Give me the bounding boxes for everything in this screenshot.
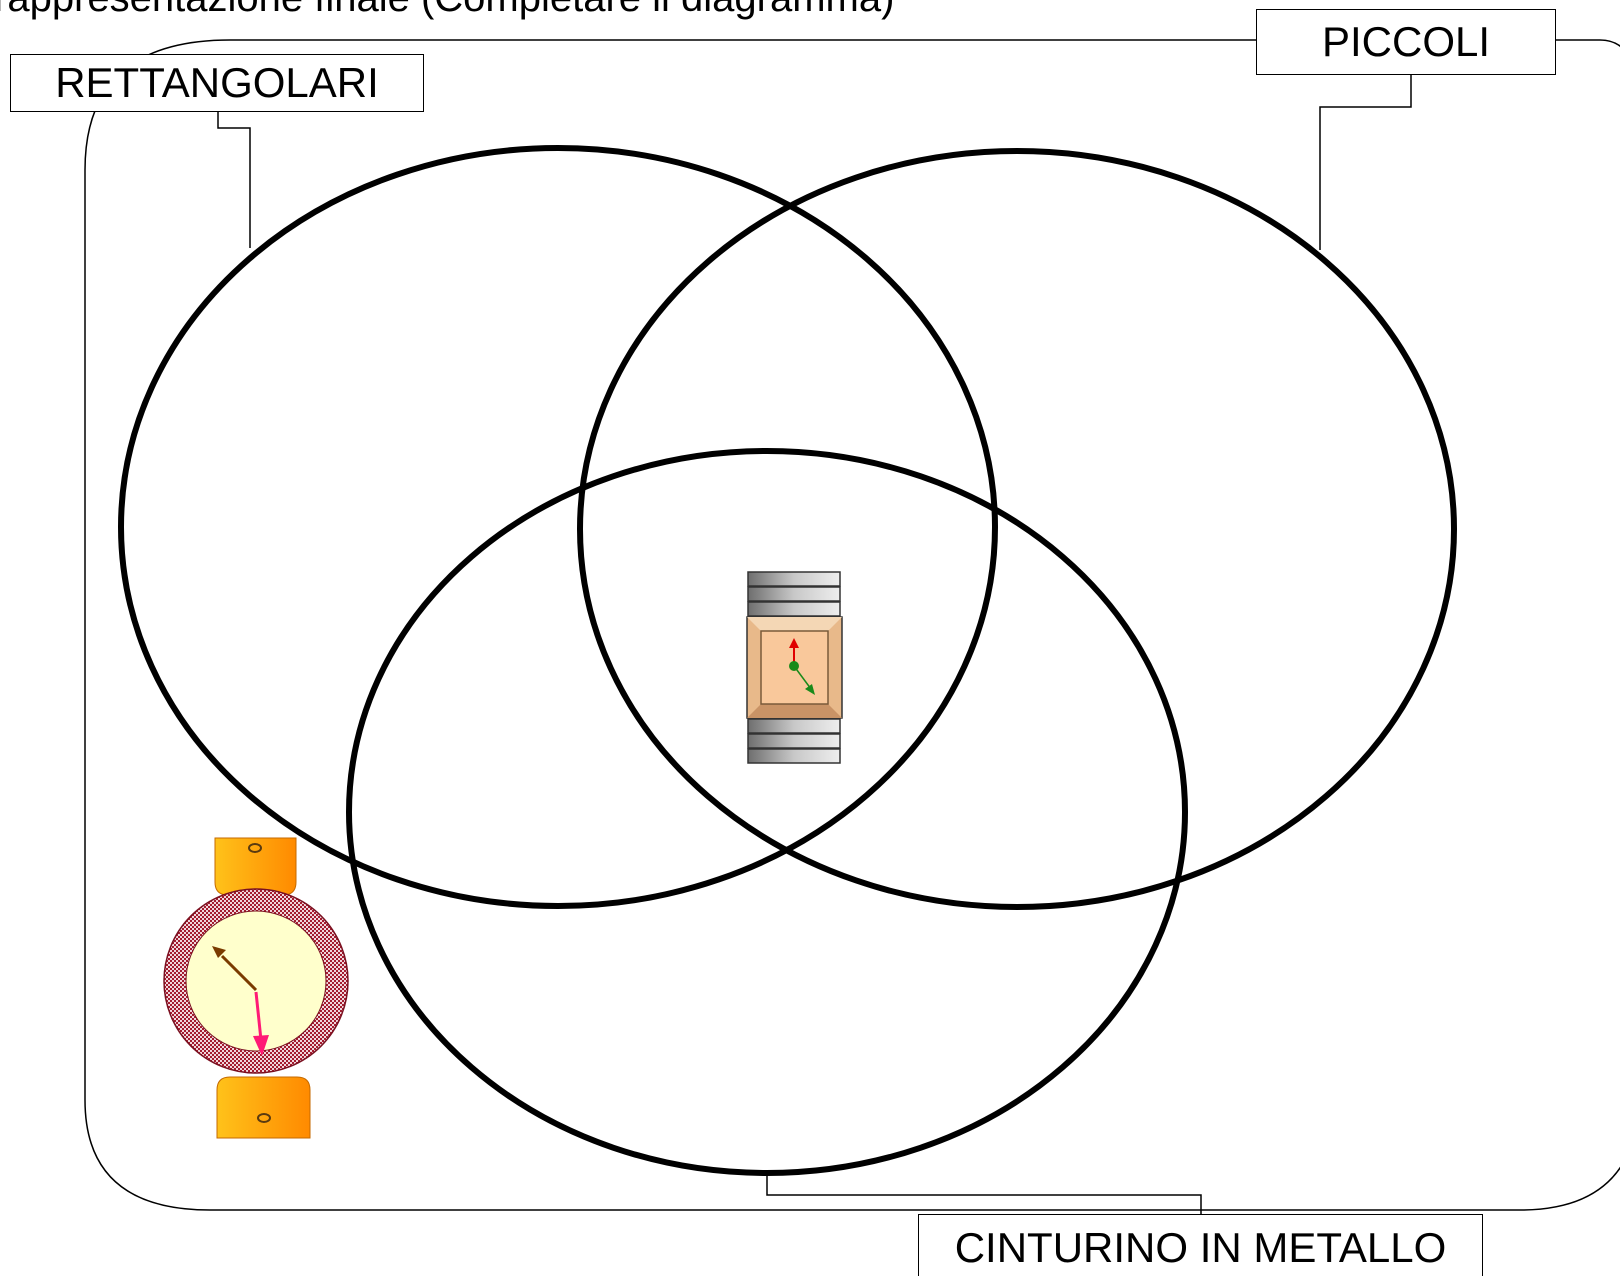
set-piccoli-ellipse	[577, 148, 1457, 910]
set-rettangolari-ellipse	[118, 145, 998, 909]
rectangular-metal-strap-watch-icon[interactable]	[746, 571, 843, 764]
connector-piccoli	[1319, 75, 1412, 250]
set-label-rettangolari: RETTANGOLARI	[10, 54, 424, 112]
round-leather-strap-watch-icon[interactable]	[163, 837, 349, 1139]
set-cinturino-ellipse	[346, 448, 1188, 1176]
set-label-piccoli: PICCOLI	[1256, 9, 1556, 75]
connector-cinturino	[766, 1172, 1202, 1214]
set-label-cinturino-in-metallo: CINTURINO IN METALLO	[918, 1214, 1483, 1276]
connector-rettangolari	[217, 112, 251, 248]
diagram-title: rappresentazione finale (Completare il d…	[0, 0, 894, 18]
